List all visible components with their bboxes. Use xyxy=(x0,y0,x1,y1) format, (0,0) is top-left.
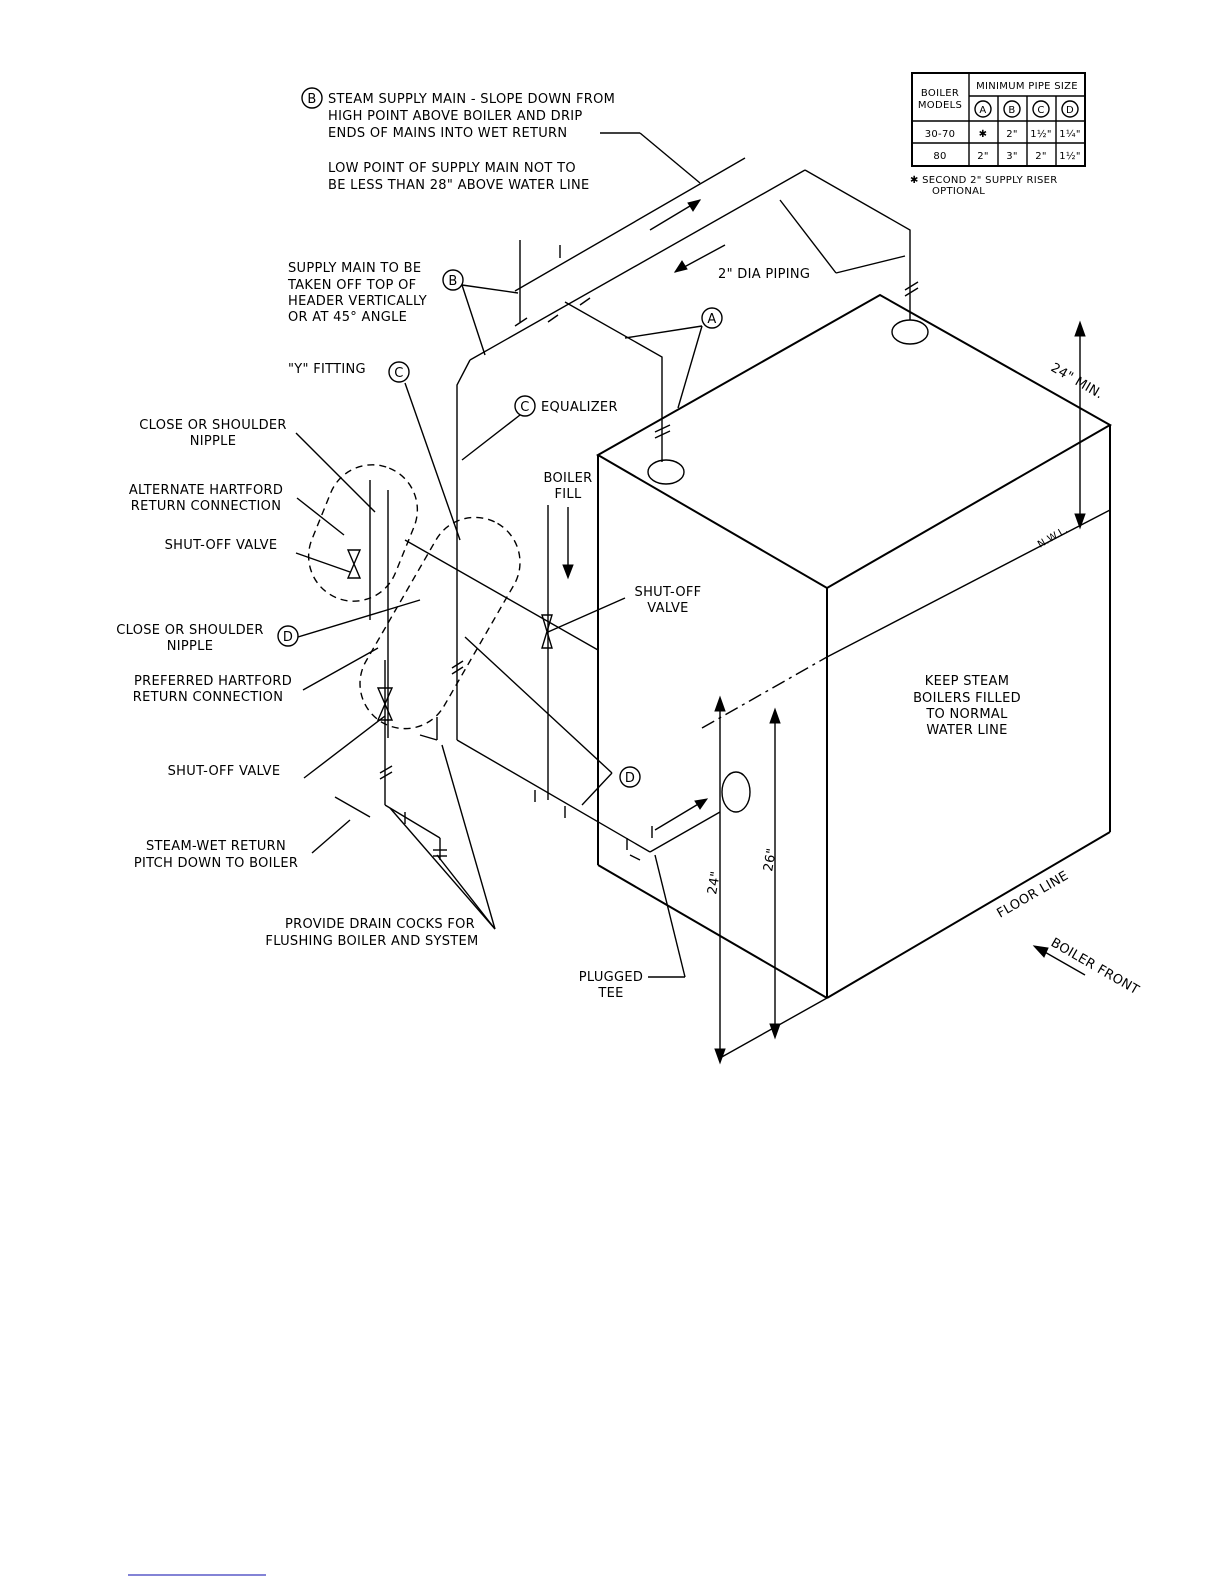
table-footnote-2: OPTIONAL xyxy=(932,186,985,197)
svg-text:1½": 1½" xyxy=(1030,128,1052,140)
hartford-loops xyxy=(307,464,553,738)
close-nipple-1-line2: NIPPLE xyxy=(190,434,237,449)
table-footnote-1: ✱ SECOND 2" SUPPLY RISER xyxy=(910,175,1058,186)
boiler-fill-line2: FILL xyxy=(555,487,582,502)
supply-main-note-3: ENDS OF MAINS INTO WET RETURN xyxy=(328,126,567,141)
alt-hartford-line2: RETURN CONNECTION xyxy=(131,499,281,514)
svg-text:C: C xyxy=(394,366,403,381)
shutoff-valve-3-line2: VALVE xyxy=(647,601,688,616)
table-head-models: MODELS xyxy=(918,100,962,111)
min-24-label: 24" MIN. xyxy=(1048,360,1106,402)
svg-text:✱: ✱ xyxy=(979,129,988,140)
piping xyxy=(334,157,919,861)
svg-text:D: D xyxy=(625,771,635,786)
svg-text:1¼": 1¼" xyxy=(1059,128,1081,140)
supply-header-note-4: OR AT 45° ANGLE xyxy=(288,310,407,325)
low-point-note-1: LOW POINT OF SUPPLY MAIN NOT TO xyxy=(328,161,576,176)
close-nipple-1-line1: CLOSE OR SHOULDER xyxy=(139,418,286,433)
equalizer-label: EQUALIZER xyxy=(541,400,618,415)
drain-cocks-line1: PROVIDE DRAIN COCKS FOR xyxy=(285,917,475,932)
table-head-boiler: BOILER xyxy=(921,88,959,99)
svg-text:1½": 1½" xyxy=(1059,150,1081,162)
svg-text:D: D xyxy=(1066,105,1074,116)
shutoff-valve-1: SHUT-OFF VALVE xyxy=(165,538,278,553)
plugged-tee-line2: TEE xyxy=(597,986,623,1001)
svg-text:A: A xyxy=(979,105,986,116)
dia-piping-label: 2" DIA PIPING xyxy=(718,267,810,282)
svg-text:3": 3" xyxy=(1006,151,1018,162)
callout-circles: B B A C C D D xyxy=(277,87,723,788)
dim-26-label: 26" xyxy=(761,847,780,873)
svg-text:A: A xyxy=(707,312,716,327)
supply-header-note-3: HEADER VERTICALLY xyxy=(288,294,427,309)
table-head-min-pipe: MINIMUM PIPE SIZE xyxy=(976,81,1078,92)
keep-steam-line1: KEEP STEAM xyxy=(925,674,1009,689)
svg-text:C: C xyxy=(520,400,529,415)
leaders xyxy=(295,132,906,978)
keep-steam-line3: TO NORMAL xyxy=(925,707,1008,722)
shutoff-valve-2: SHUT-OFF VALVE xyxy=(168,764,281,779)
table-row1-model: 30-70 xyxy=(925,129,956,140)
supply-main-note-1: STEAM SUPPLY MAIN - SLOPE DOWN FROM xyxy=(328,92,615,107)
drain-cocks-line2: FLUSHING BOILER AND SYSTEM xyxy=(265,934,478,949)
svg-text:B: B xyxy=(1008,105,1015,116)
keep-steam-line4: WATER LINE xyxy=(926,723,1007,738)
dim-24-label: 24" xyxy=(705,870,724,896)
pipe-size-table: BOILER MODELS MINIMUM PIPE SIZE A B C D … xyxy=(910,72,1086,197)
close-nipple-2-line1: CLOSE OR SHOULDER xyxy=(116,623,263,638)
y-fitting-label: "Y" FITTING xyxy=(288,362,366,377)
keep-steam-line2: BOILERS FILLED xyxy=(913,691,1021,706)
alt-hartford-line1: ALTERNATE HARTFORD xyxy=(129,483,283,498)
low-point-note-2: BE LESS THAN 28" ABOVE WATER LINE xyxy=(328,178,590,193)
shutoff-valve-3-line1: SHUT-OFF xyxy=(635,585,702,600)
svg-text:D: D xyxy=(283,630,293,645)
boiler-body xyxy=(595,293,1113,1059)
svg-text:2": 2" xyxy=(1006,129,1018,140)
wet-return-line1: STEAM-WET RETURN xyxy=(146,839,286,854)
boiler-fill-line1: BOILER xyxy=(543,471,592,486)
pref-hartford-line1: PREFERRED HARTFORD xyxy=(134,674,292,689)
nwl-label: N.W.L. xyxy=(1036,525,1070,551)
supply-main-note-2: HIGH POINT ABOVE BOILER AND DRIP xyxy=(328,109,583,124)
labels: STEAM SUPPLY MAIN - SLOPE DOWN FROM HIGH… xyxy=(116,92,1141,1001)
table-row2-model: 80 xyxy=(933,151,946,162)
supply-header-note-1: SUPPLY MAIN TO BE xyxy=(288,261,421,276)
svg-text:C: C xyxy=(1037,105,1044,116)
supply-header-note-2: TAKEN OFF TOP OF xyxy=(287,278,416,293)
svg-text:2": 2" xyxy=(977,151,989,162)
pref-hartford-line2: RETURN CONNECTION xyxy=(133,690,283,705)
wet-return-line2: PITCH DOWN TO BOILER xyxy=(134,856,298,871)
svg-text:B: B xyxy=(307,92,316,107)
dimensions xyxy=(714,320,1086,1065)
close-nipple-2-line2: NIPPLE xyxy=(167,639,214,654)
plugged-tee-line1: PLUGGED xyxy=(579,970,643,985)
svg-text:2": 2" xyxy=(1035,151,1047,162)
svg-text:B: B xyxy=(448,274,457,289)
boiler-front-label: BOILER FRONT xyxy=(1048,935,1142,998)
